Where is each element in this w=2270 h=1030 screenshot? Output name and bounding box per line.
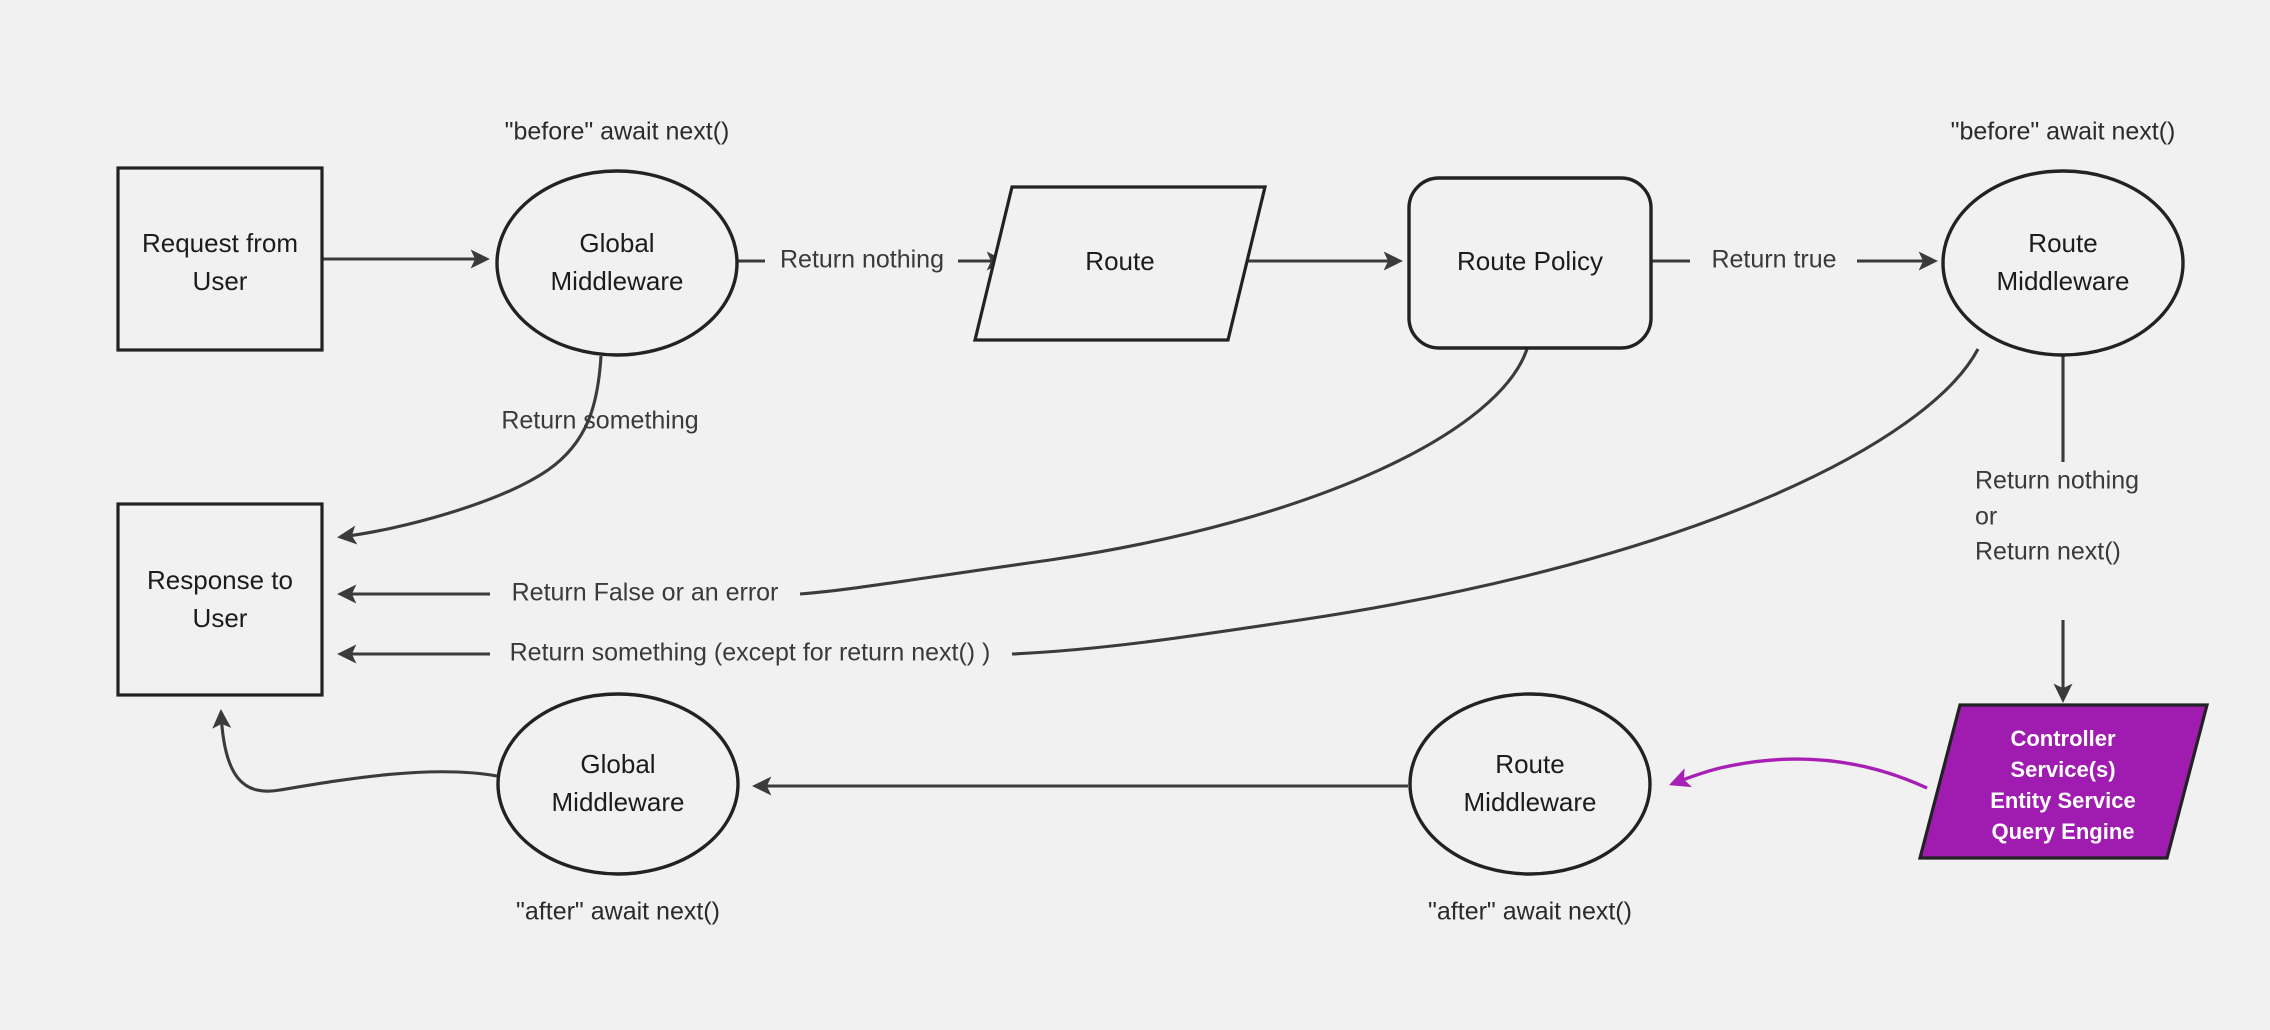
node-response-label-line1: Response to — [147, 565, 293, 595]
node-controller-label-line4: Query Engine — [1991, 819, 2134, 844]
node-response-to-user[interactable]: Response to User — [116, 502, 324, 697]
annotation-before-await-next-route: "before" await next() — [1951, 118, 2176, 146]
node-route-middleware-before[interactable]: Route Middleware — [1941, 169, 2185, 357]
node-request-label-line1: Request from — [142, 228, 298, 258]
edge-label-return-true: Return true — [1711, 246, 1836, 274]
edge-label-return-something: Return something — [501, 407, 698, 435]
edge-route-policy-to-route-middleware: Return true — [1651, 246, 1938, 274]
node-route-label: Route — [1085, 246, 1154, 276]
annotation-after-await-next-global: "after" await next() — [516, 898, 720, 926]
node-route-middleware-after-label-line2: Middleware — [1464, 787, 1597, 817]
annotation-before-await-next-global: "before" await next() — [505, 118, 730, 146]
edge-label-return-nothing: Return nothing — [780, 246, 944, 274]
node-route-middleware-after-label-line1: Route — [1495, 749, 1564, 779]
node-global-middleware-before[interactable]: Global Middleware — [495, 169, 739, 357]
edge-global-middleware-after-to-response — [212, 709, 498, 793]
node-request-from-user[interactable]: Request from User — [116, 166, 324, 352]
node-route-middleware-before-label-line1: Route — [2028, 228, 2097, 258]
edge-route-policy-to-response-false-or-error: Return False or an error — [337, 348, 1529, 607]
edge-controller-to-route-middleware-after — [1669, 757, 1928, 790]
node-global-middleware-before-label-line1: Global — [579, 228, 654, 258]
edge-label-return-nothing-line2: or — [1975, 503, 1997, 531]
node-controller-label-line2: Service(s) — [2010, 757, 2115, 782]
edge-global-middleware-to-route: Return nothing — [737, 246, 1006, 274]
edge-route-middleware-to-response-return-something: Return something (except for return next… — [337, 348, 1980, 667]
edge-label-return-nothing-line1: Return nothing — [1975, 467, 2139, 495]
edge-global-middleware-to-response-return-something: Return something — [337, 355, 699, 545]
edge-label-return-nothing-line3: Return next() — [1975, 538, 2121, 566]
node-controller-services[interactable]: Controller Service(s) Entity Service Que… — [1917, 703, 2210, 860]
node-route-middleware-after[interactable]: Route Middleware — [1408, 692, 1652, 876]
node-route[interactable]: Route — [972, 185, 1268, 342]
node-route-policy[interactable]: Route Policy — [1407, 176, 1653, 350]
node-response-label-line2: User — [193, 603, 248, 633]
node-global-middleware-before-label-line2: Middleware — [551, 266, 684, 296]
node-controller-label-line3: Entity Service — [1990, 788, 2136, 813]
annotation-after-await-next-route: "after" await next() — [1428, 898, 1632, 926]
node-global-middleware-after-label-line1: Global — [580, 749, 655, 779]
node-route-middleware-before-label-line2: Middleware — [1997, 266, 2130, 296]
controller-parallelogram-shape — [1917, 703, 2210, 860]
node-route-policy-label: Route Policy — [1457, 246, 1603, 276]
node-global-middleware-after-label-line2: Middleware — [552, 787, 685, 817]
edge-label-return-something-except-next: Return something (except for return next… — [510, 639, 991, 667]
edge-label-return-false-or-error: Return False or an error — [512, 579, 779, 607]
node-request-label-line2: User — [193, 266, 248, 296]
edge-route-middleware-to-controller: Return nothing or Return next() — [1975, 356, 2139, 703]
node-controller-label-line1: Controller — [2010, 726, 2116, 751]
node-global-middleware-after[interactable]: Global Middleware — [496, 692, 740, 876]
